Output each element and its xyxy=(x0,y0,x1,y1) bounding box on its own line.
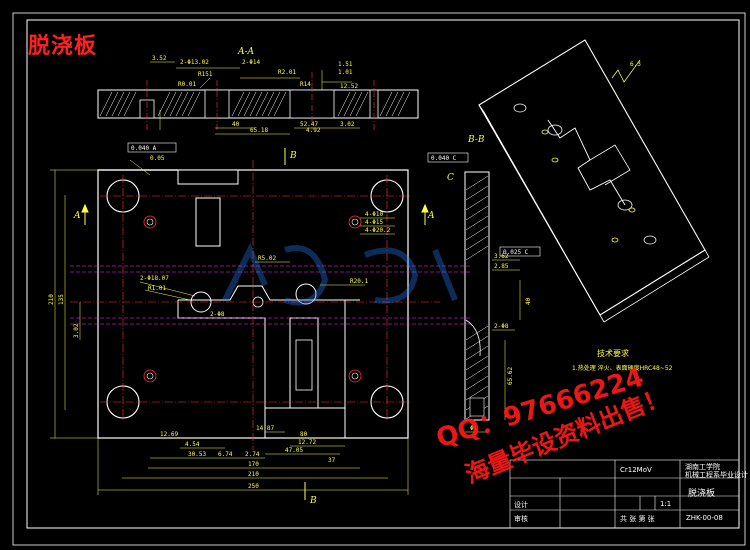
tolerance-frame-c2: 0.025 C xyxy=(503,249,529,256)
dim-side-2: 40 xyxy=(525,297,532,305)
title-block xyxy=(509,459,740,529)
dim-top-11: 65.18 xyxy=(250,127,268,134)
dim-bottom-8: 47.05 xyxy=(285,447,303,454)
section-bb-label: B-B xyxy=(467,135,485,145)
dim-left-2: 3.02 xyxy=(73,323,80,338)
dim-left-0: 210 xyxy=(48,294,55,305)
title-block-drawing-no: ZHK-00-08 xyxy=(686,514,723,522)
tolerance-frame-c: 0.040 C xyxy=(431,155,457,162)
section-label-b-bottom: B xyxy=(309,496,317,506)
dim-top-12: 52.47 xyxy=(300,121,318,128)
requirements-title: 技术要求 xyxy=(597,349,629,358)
dim-top-1: 2-Φ13.02 xyxy=(180,59,209,66)
title-block-scale: 1:1 xyxy=(660,500,672,508)
dim-side-0: 3.62 xyxy=(494,253,509,260)
dim-top-7: 1.01 xyxy=(338,69,353,76)
section-label-a-right: A xyxy=(427,211,435,221)
site-logo-watermark xyxy=(222,242,458,306)
dim-top-13: 4.92 xyxy=(306,127,321,134)
dim-top-0: 3.52 xyxy=(152,55,167,62)
title-block-part-name: 脱浇板 xyxy=(688,489,716,499)
section-aa-view: 3.52 2-Φ13.02 2-Φ14 R151 R0.01 R2.01 1.5… xyxy=(97,47,419,135)
dim-inner-3: R20.1 xyxy=(350,278,368,285)
sheet-inner-border xyxy=(26,19,740,529)
dim-side-1: 2.85 xyxy=(494,263,509,270)
roughness-value: 6.3 xyxy=(630,61,641,68)
section-aa-label: A-A xyxy=(237,47,255,57)
dim-inner-7: 4-Φ20.2 xyxy=(365,227,391,234)
dim-left-1: 135 xyxy=(58,294,65,305)
title-block-company: 湖南工学院 xyxy=(685,463,720,471)
dim-top-2: 2-Φ14 xyxy=(242,59,260,66)
drawing-title: 脱浇板 xyxy=(28,34,98,59)
dim-bottom-4: 2.74 xyxy=(245,451,260,458)
title-block-designer: 设计 xyxy=(514,501,528,509)
dim-top-14: 3.02 xyxy=(340,121,355,128)
dim-bottom-11: 210 xyxy=(248,471,259,478)
dim-bottom-3: 6.74 xyxy=(218,451,233,458)
title-block-sheet: 共 张 第 张 xyxy=(620,515,655,523)
dim-top-3: R151 xyxy=(198,71,213,78)
tolerance-small: 0.05 xyxy=(150,155,165,162)
dim-bottom-5: 14.87 xyxy=(256,425,274,432)
dim-bottom-10: 170 xyxy=(248,461,259,468)
tolerance-frame-a: 0.040 A xyxy=(131,145,157,152)
section-label-b-top: B xyxy=(289,151,297,161)
dim-bottom-9: 37 xyxy=(328,457,336,464)
isometric-view: 6.3 xyxy=(478,39,710,323)
title-block-material: Cr12MoV xyxy=(620,466,652,474)
datum-label-c: C xyxy=(447,173,454,183)
title-block-dept: 机械工程系毕业设计 xyxy=(685,471,748,479)
section-bb-view: B-B 0.040 C 0.025 C C 3.62 2.85 40 2-Φ8 … xyxy=(427,135,541,433)
dim-top-9: 12.52 xyxy=(340,83,358,90)
dim-top-8: R14 xyxy=(300,81,311,88)
dim-bottom-12: 250 xyxy=(248,483,259,490)
dim-top-4: R0.01 xyxy=(178,81,196,88)
dim-top-5: R2.01 xyxy=(278,69,296,76)
dim-inner-5: 4-Φ10 xyxy=(365,211,383,218)
dim-bottom-1: 4.54 xyxy=(185,441,200,448)
section-label-a-left: A xyxy=(73,211,81,221)
dim-bottom-7: 12.72 xyxy=(298,439,316,446)
dim-bottom-2: 30.53 xyxy=(188,451,206,458)
dim-side-5: Φ1 xyxy=(470,425,478,432)
dim-side-3: 2-Φ8 xyxy=(494,323,509,330)
dim-inner-4: 2-Φ8 xyxy=(210,311,225,318)
dim-top-10: 40 xyxy=(232,121,240,128)
sheet-outer-border xyxy=(12,12,746,546)
dim-inner-2: R5.02 xyxy=(258,255,276,262)
requirements-text: 1.热处理 淬火、表面硬度HRC48~52 xyxy=(572,365,673,372)
dim-inner-0: 2-Φ18.07 xyxy=(140,275,169,282)
dim-inner-1: R1.01 xyxy=(148,285,166,292)
dim-bottom-6: 80 xyxy=(300,431,308,438)
dim-side-4: 65.62 xyxy=(507,367,514,385)
dim-top-6: 1.51 xyxy=(338,61,353,68)
title-block-checker: 审核 xyxy=(514,515,528,523)
main-plan-view: A A B B 210 135 3.02 xyxy=(48,142,470,506)
dim-inner-6: 4-Φ15 xyxy=(365,219,383,226)
dim-bottom-0: 12.69 xyxy=(160,431,178,438)
